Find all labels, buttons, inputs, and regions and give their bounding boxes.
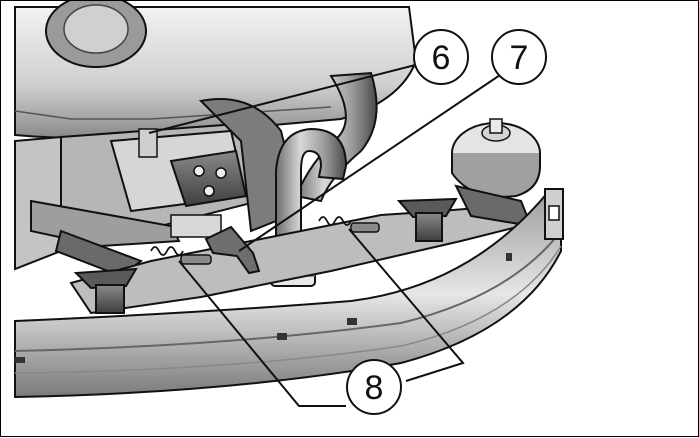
spring-left	[150, 246, 184, 256]
leader-7	[238, 70, 507, 252]
band-clamp	[544, 188, 564, 240]
callout-7-label: 7	[510, 39, 529, 77]
callout-6-label: 6	[432, 39, 451, 77]
callout-7: 7	[491, 29, 547, 85]
suction-hose-rear	[294, 71, 378, 203]
spring-right	[318, 216, 352, 226]
leader-6	[148, 60, 432, 134]
leader-lines	[148, 60, 507, 407]
leader-8-left	[178, 260, 346, 407]
wing-knob-right	[396, 197, 458, 242]
release-lever	[204, 225, 261, 275]
callout-8-label: 8	[365, 369, 384, 407]
wing-knob-left	[73, 267, 138, 314]
callout-6: 6	[413, 29, 469, 85]
callout-8: 8	[346, 359, 402, 415]
leader-8-right	[348, 228, 465, 382]
